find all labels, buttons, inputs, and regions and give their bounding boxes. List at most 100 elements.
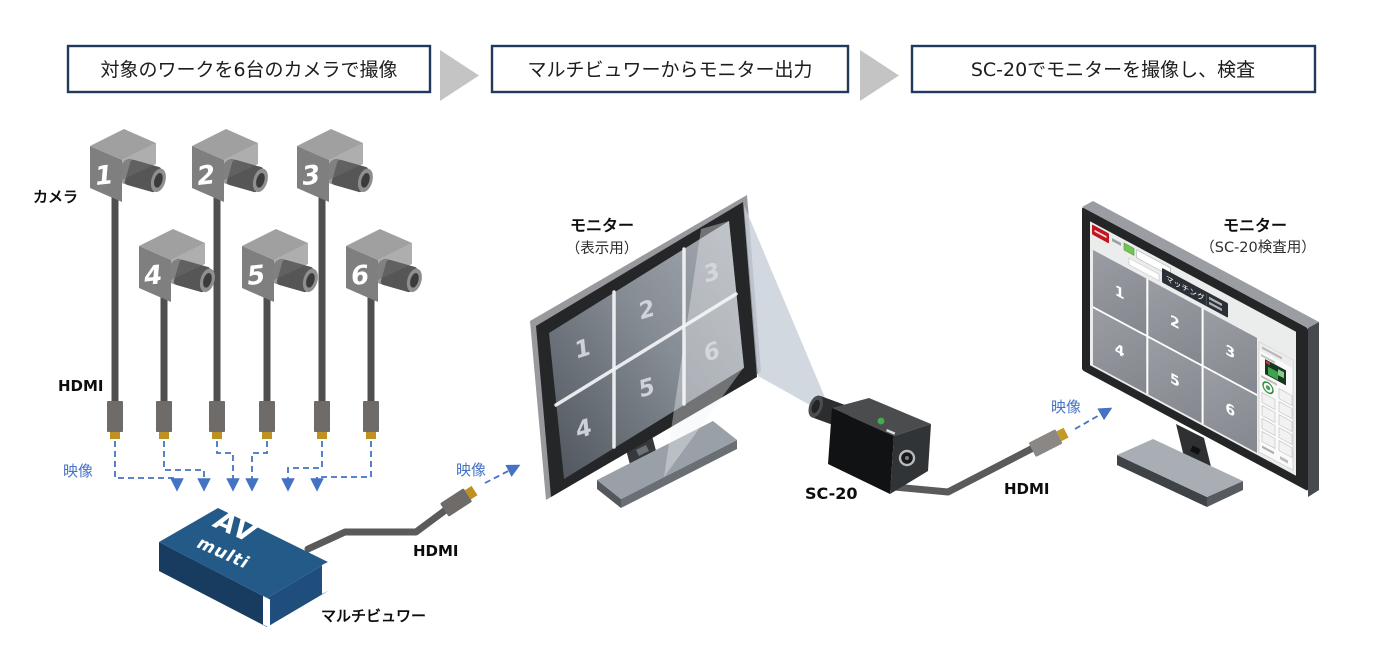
grid-pane: [1203, 367, 1257, 453]
inspection-monitor-title: モニター: [1223, 216, 1287, 235]
multiviewer-label: マルチビュワー: [321, 607, 426, 625]
pane-number: 1: [1115, 281, 1125, 303]
monitor-stand-base-side: [1117, 455, 1207, 507]
monitor-stand-hinge: [636, 445, 649, 456]
pane-number: 6: [1225, 399, 1235, 421]
hdmi-label-right: HDMI: [1004, 480, 1050, 498]
inspection-monitor-face: マッチング 1 2 3 4 5 6: [1082, 207, 1308, 491]
video-flow-arrows: [114, 441, 372, 492]
flow-arrow-icon: [860, 50, 899, 101]
sc20-marking: [886, 428, 896, 435]
display-monitor-title: モニター: [570, 216, 634, 235]
video-flow-arrow: [114, 441, 184, 492]
monitor-stand-base-side: [621, 440, 737, 508]
camera-6-number: 6: [350, 260, 371, 292]
hdmi-label-left: HDMI: [58, 377, 104, 395]
multiviewer-face-right: [267, 562, 328, 627]
monitor-stand-hinge: [1190, 445, 1201, 455]
hdmi-plug-icon: [363, 401, 379, 439]
pane-number: 5: [635, 374, 658, 404]
camera-section: 1 2 3 4 5 6: [33, 129, 425, 492]
video-label-right: 映像: [1051, 398, 1081, 416]
camera-cables: [111, 190, 375, 403]
sc20-body-front: [828, 408, 894, 494]
camera-1-number: 1: [94, 160, 115, 192]
sidebar-buttons: [1261, 388, 1293, 459]
sidebar-tool-icon[interactable]: [1262, 380, 1274, 395]
monitor-frame-depth: [1082, 201, 1319, 328]
camera-view-cone: [744, 205, 826, 414]
display-monitor-subtitle: （表示用）: [566, 240, 639, 257]
monitor-stand-base-side: [1207, 481, 1243, 507]
sidebar-text-mark: [1280, 456, 1288, 464]
camera-4-icon: 4: [139, 229, 218, 302]
video-label-middle: 映像: [456, 461, 486, 479]
video-flow-arrow: [1074, 407, 1113, 430]
sidebar-button[interactable]: [1278, 414, 1293, 433]
sidebar-button[interactable]: [1278, 427, 1293, 446]
sidebar-button[interactable]: [1261, 418, 1276, 436]
grid-pane: [1148, 337, 1202, 424]
screen-pane-numbers: 1 2 3 4 5 6: [571, 259, 723, 445]
hdmi-plug-icon: [209, 401, 225, 439]
grid-pane: [1203, 309, 1257, 395]
grid-pane: [1093, 249, 1147, 335]
camera-2-number: 2: [196, 160, 217, 192]
toolbar-text-mark: [1112, 238, 1121, 246]
inspection-monitor-subtitle: （SC-20検査用）: [1200, 239, 1316, 256]
sidebar-text-mark: [1261, 374, 1277, 386]
grid-pane: [1148, 279, 1202, 365]
flow-arrow-icon: [440, 50, 479, 101]
toolbar-input-field[interactable]: [1128, 257, 1160, 282]
monitor-frame-depth: [1308, 322, 1319, 497]
hdmi-plug-icon: [107, 401, 123, 439]
sc20-led-icon: [877, 417, 885, 425]
video-flow-arrow: [310, 441, 372, 492]
sc20-label: SC-20: [805, 484, 858, 503]
monitor-stand-base-side: [597, 480, 621, 508]
hdmi-label-middle: HDMI: [413, 542, 459, 560]
sidebar-header-text-mark: [1262, 346, 1282, 360]
inspection-monitor: マッチング 1 2 3 4 5 6: [1082, 201, 1319, 507]
video-flow-arrow: [163, 441, 211, 492]
hdmi-plug-icon: [314, 401, 330, 439]
sidebar-button[interactable]: [1278, 388, 1293, 407]
screen-grid-lines: [554, 247, 738, 449]
camera-5-icon: 5: [242, 229, 321, 302]
hdmi-plug-icon: [440, 485, 478, 517]
sidebar-text-mark: [1261, 353, 1275, 364]
sidebar-button[interactable]: [1261, 392, 1276, 410]
pane-number: 3: [1225, 341, 1235, 363]
sidebar-button[interactable]: [1261, 405, 1276, 423]
video-label-left: 映像: [63, 462, 93, 480]
camera-5-number: 5: [246, 260, 267, 292]
sidebar-button[interactable]: [1261, 431, 1276, 449]
camera-2-icon: 2: [192, 129, 271, 202]
hdmi-cable: [304, 505, 451, 553]
app-logo-text-mark: [1094, 229, 1107, 239]
pane-number: 5: [1170, 369, 1180, 391]
pane-number: 6: [700, 338, 723, 368]
pane-number: 4: [1115, 339, 1125, 361]
camera-4-number: 4: [142, 260, 164, 292]
camera-group-label: カメラ: [33, 188, 78, 206]
sc20-body-top: [832, 398, 931, 436]
multiviewer-corner-highlight: [322, 562, 328, 594]
sidebar-button[interactable]: [1278, 401, 1293, 420]
toolbar-status-chip[interactable]: [1123, 242, 1135, 256]
sidebar-thumbnail[interactable]: [1265, 359, 1286, 386]
step-label-1: 対象のワークを6台のカメラで撮像: [100, 59, 397, 81]
step-header: 対象のワークを6台のカメラで撮像 マルチビュワーからモニター出力 SC-20でモ…: [66, 44, 1317, 101]
step-box-1: [66, 44, 432, 94]
multiviewer-corner-highlight: [263, 596, 270, 628]
pane-number: 2: [1170, 311, 1180, 333]
sidebar-button[interactable]: [1278, 440, 1293, 459]
video-flow-arrow: [484, 464, 521, 484]
step-box-2: [490, 44, 850, 94]
video-flow-arrow: [281, 441, 323, 492]
multiviewer-device: AV multi マルチビュワー HDMI 映像: [159, 461, 521, 628]
pane-number: 4: [572, 415, 596, 445]
camera-1-icon: 1: [90, 129, 169, 202]
